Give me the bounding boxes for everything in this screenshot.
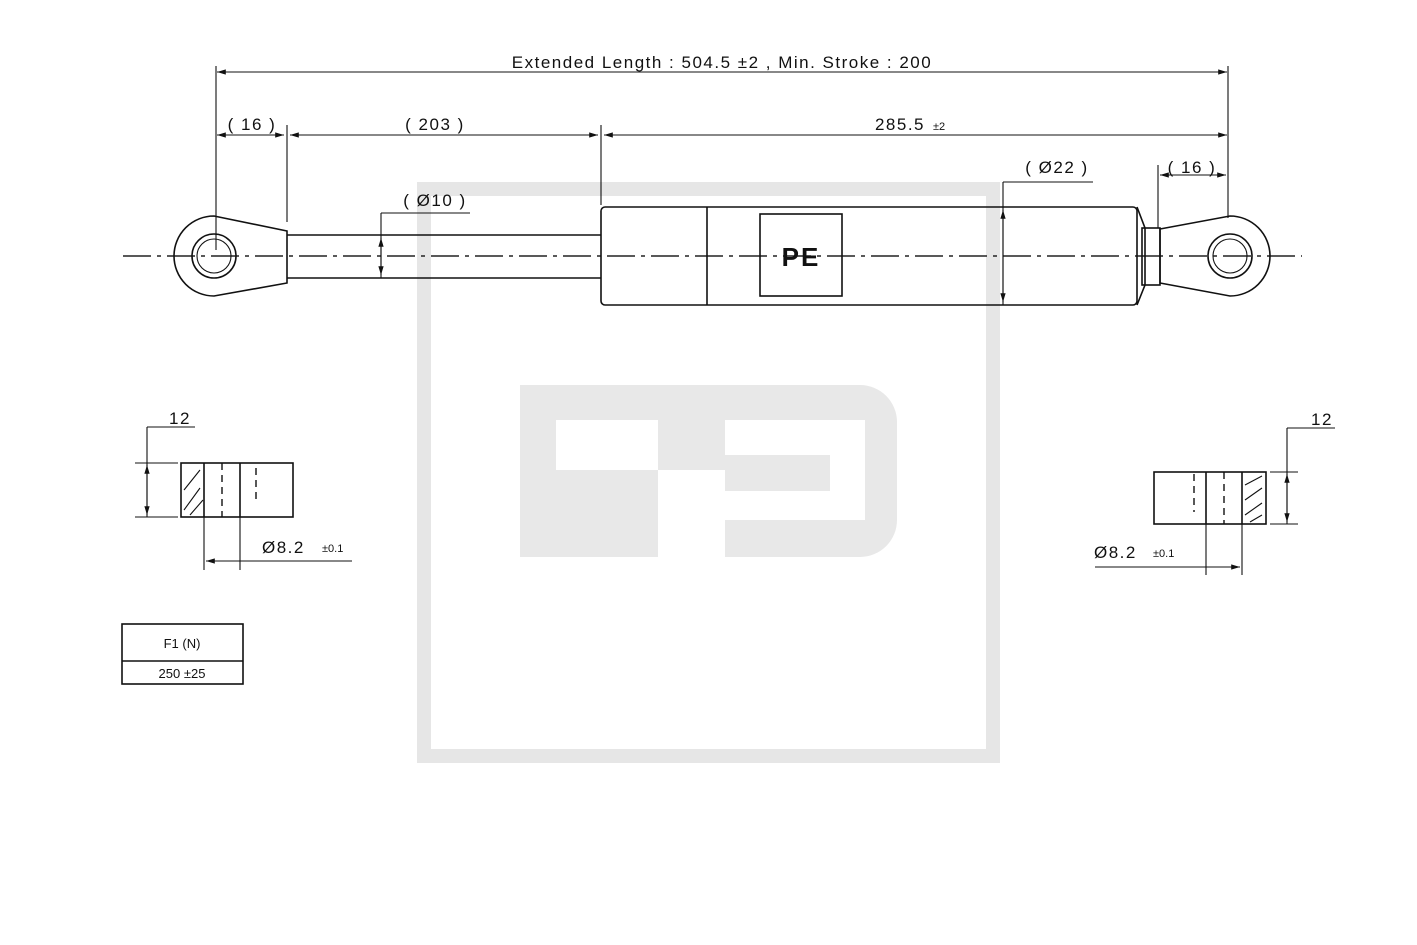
watermark-frame — [417, 182, 1000, 763]
force-table: F1 (N) 250 ±25 — [121, 623, 244, 685]
overall-dimension: Extended Length : 504.5 ±2 , Min. Stroke… — [215, 53, 1229, 250]
pe-logo: PE — [782, 242, 821, 272]
right-bore-diameter: Ø8.2 — [1094, 543, 1137, 562]
left-bore-diameter: Ø8.2 — [262, 538, 305, 557]
body-length-tol: ±2 — [933, 121, 945, 133]
overall-length-label: Extended Length : 504.5 ±2 , Min. Stroke… — [512, 53, 932, 72]
pe-logo-box — [759, 213, 843, 297]
piston-rod: ( Ø10 ) — [287, 191, 601, 279]
force-value: 250 ±25 — [159, 666, 206, 681]
right-eye-length: ( 16 ) — [1168, 158, 1217, 177]
rod-diameter: ( Ø10 ) — [403, 191, 466, 210]
right-eye: ( 16 ) — [1136, 158, 1271, 306]
body-diameter: ( Ø22 ) — [1025, 158, 1088, 177]
right-bore-tol: ±0.1 — [1153, 548, 1174, 560]
force-header: F1 (N) — [164, 636, 201, 651]
left-bushing-detail: 12 Ø8.2 ±0.1 — [135, 409, 352, 570]
right-bushing-detail: 12 Ø8.2 ±0.1 — [1094, 410, 1335, 575]
cylinder-body: PE ( Ø22 ) — [600, 158, 1138, 306]
left-width: 12 — [169, 409, 191, 428]
right-width: 12 — [1311, 410, 1333, 429]
rod-length: ( 203 ) — [405, 115, 465, 134]
body-length: 285.5 — [875, 115, 925, 134]
left-bore-tol: ±0.1 — [322, 543, 343, 555]
left-eye-length: ( 16 ) — [228, 115, 277, 134]
watermark-e — [725, 385, 897, 557]
left-eye — [173, 215, 288, 297]
watermark — [417, 182, 1000, 763]
segment-dimensions: ( 16 ) ( 203 ) 285.5 ±2 — [217, 115, 1227, 222]
